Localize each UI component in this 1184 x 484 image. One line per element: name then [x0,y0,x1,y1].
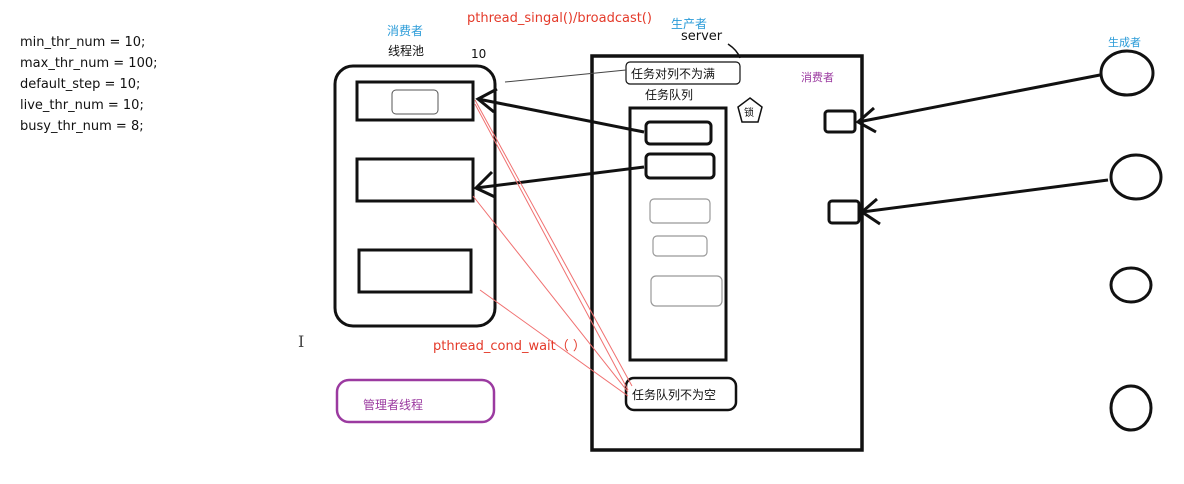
thread-pool-label: 线程池 [388,44,425,58]
queue-not-full-label: 任务对列不为满 [631,67,716,81]
server-consumer-label: 消费者 [801,71,834,84]
var-line: live_thr_num = 10; [20,98,144,113]
server-slot-2 [827,199,861,225]
count-label: 10 [471,47,487,61]
consumer-label: 消费者 [387,24,424,38]
dispatch-arrow-1 [475,87,645,134]
signal-connector [504,69,627,83]
producer-right-label: 生成者 [1108,36,1141,49]
thread-pool-variables: min_thr_num = 10; max_thr_num = 100; def… [20,32,158,137]
task-slot-2 [644,152,716,180]
lock-label: 锁 [744,108,754,119]
signal-broadcast-label: pthread_singal()/broadcast() [467,11,652,26]
task-slot-4 [652,235,708,257]
server-box [590,54,864,452]
var-line: default_step = 10; [20,77,141,92]
var-line: max_thr_num = 100; [20,56,158,71]
producer-client-1 [1099,49,1155,97]
queue-not-empty-label: 任务队列不为空 [632,388,717,402]
worker-thread-2 [355,157,475,203]
manager-thread-box [335,378,496,424]
task-queue-label: 任务队列 [645,88,694,102]
producer-label: 生产者 [671,17,708,31]
lock-icon [737,97,763,123]
server-pointer [727,43,741,59]
producer-client-4 [1109,384,1153,432]
worker-thread-3 [357,248,473,294]
task-slot-5 [650,275,723,307]
cond-wait-lines [472,99,633,397]
queue-not-full-box [625,61,741,85]
server-label: server [681,29,723,44]
worker-thread-1 [355,80,475,122]
producer-client-2 [1109,153,1163,201]
text-cursor-icon: I [298,332,305,351]
task-slot-3 [649,198,711,224]
server-slot-1 [823,109,857,134]
dispatch-arrow-2 [473,165,645,199]
manager-thread-label: 管理者线程 [363,398,424,412]
producer-client-3 [1109,266,1153,304]
var-line: min_thr_num = 10; [20,35,146,50]
task-slot-1 [644,120,713,146]
producer-arrow-1 [855,73,1101,134]
var-line: busy_thr_num = 8; [20,119,144,134]
cond-wait-label: pthread_cond_wait（ ） [433,339,586,354]
worker-thread-1-inner [391,89,439,115]
producer-arrow-2 [859,178,1109,226]
task-queue-box [628,106,728,362]
